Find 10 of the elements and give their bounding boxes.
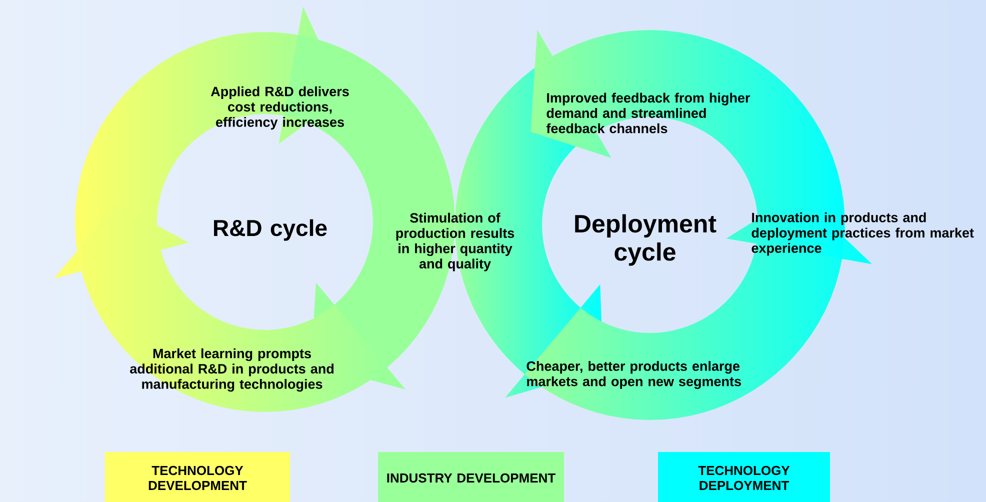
cycle-label: Applied R&D delivers cost reductions, efficiency increases — [210, 86, 349, 130]
cycle-label: Cheaper, better products enlarge markets and open new segments — [526, 361, 741, 389]
cycle-label: R&D cycle — [214, 219, 327, 241]
cycle-label: Deployment cycle — [575, 214, 716, 266]
cycle-label: Stimulation of production results in higher quantity and quality — [396, 212, 514, 272]
legend-item: TECHNOLOGY DEVELOPMENT — [105, 452, 290, 502]
legend-item: TECHNOLOGY DEPLOYMENT — [658, 452, 830, 502]
cycle-label: Market learning prompts additional R&D in products and manufacturing technologies — [130, 348, 334, 392]
cycle-label: Improved feedback from higher demand and streamlined feedback channels — [546, 92, 750, 134]
legend-item: INDUSTRY DEVELOPMENT — [378, 452, 564, 502]
